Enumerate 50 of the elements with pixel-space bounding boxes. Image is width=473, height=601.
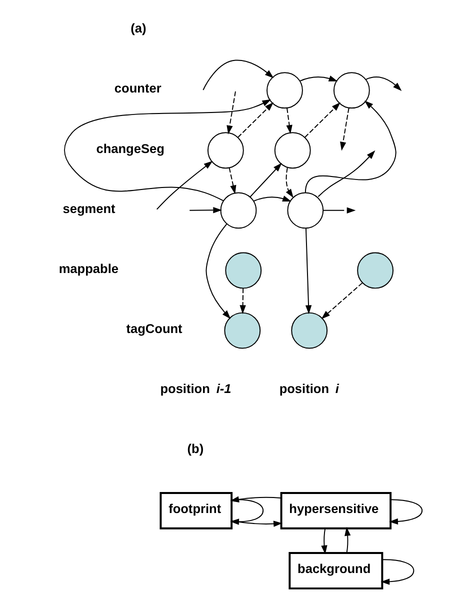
arrow [228,167,236,194]
arrow [189,207,222,214]
node-circle [291,312,328,349]
label: (a) [130,20,146,36]
node-circle [207,132,244,169]
label: (b) [187,440,204,456]
label: segment [62,200,116,216]
label: mappable [58,260,118,276]
label: changeSeg [96,140,164,156]
arrow [299,76,338,82]
arrow [230,496,282,502]
arrow [318,150,376,198]
node-circle [266,72,303,109]
arrow [389,499,423,525]
node-circle [333,72,370,109]
arrow [240,288,246,314]
arrow [250,162,282,198]
node-circle [357,252,394,289]
arrow [321,528,328,554]
node-box: background [288,552,384,590]
arrow [64,99,272,202]
arrow [344,526,351,554]
arrow [253,196,292,202]
node-box: hypersensitive [280,492,392,530]
arrow [237,102,274,138]
arrow [231,520,282,527]
arrow [226,90,236,134]
arrow [286,167,294,198]
arrow [304,100,396,194]
arrow [365,76,402,92]
arrow [286,108,292,134]
label: position i-1 [160,380,232,396]
node-circle [224,312,261,349]
label: tagCount [126,320,182,336]
arrow [304,102,340,138]
arrow [206,224,231,319]
label: counter [114,80,162,96]
arrow [380,559,414,585]
arrow [305,228,312,314]
arrow [156,160,213,210]
arrow [322,207,356,214]
arrow [340,108,350,151]
arrow [321,282,363,320]
node-circle [274,132,311,169]
node-circle [287,192,324,229]
node-circle [220,192,257,229]
arrow [202,60,274,90]
node-circle [225,252,262,289]
node-box: footprint [160,492,233,530]
label: position i [279,380,339,396]
